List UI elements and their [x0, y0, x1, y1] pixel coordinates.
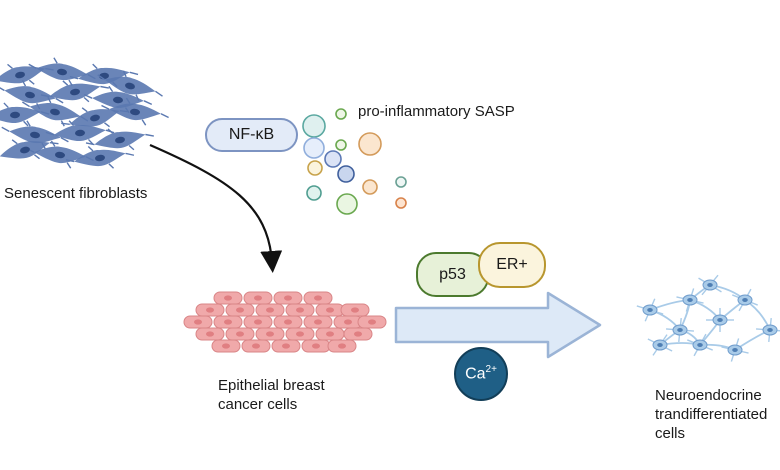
nfkb-label: NF-κB — [228, 126, 275, 143]
fibroblasts-label: Senescent fibroblasts — [4, 185, 148, 202]
induction-arrow — [149, 143, 283, 273]
sasp-bubble — [358, 132, 382, 156]
sasp-bubble — [395, 197, 407, 209]
sasp-label: pro-inflammatory SASP — [358, 103, 515, 120]
neuro-label-line2: trandifferentiated — [655, 406, 768, 423]
fibroblast-cell — [101, 97, 169, 126]
neuro-label-line3: cells — [655, 425, 686, 442]
epithelial-cancer-cells-illustration — [183, 291, 387, 353]
fibroblast-cell — [0, 80, 64, 110]
sasp-bubble — [362, 179, 378, 195]
sasp-bubble — [306, 185, 322, 201]
er-label: ER+ — [496, 256, 528, 273]
sasp-bubble — [324, 150, 342, 168]
neuroendocrine-cells-illustration — [636, 274, 780, 362]
sasp-bubble — [395, 176, 407, 188]
fibroblast-cell — [0, 139, 59, 160]
fibroblast-cell — [65, 146, 135, 169]
sasp-factor-bubbles — [302, 108, 407, 215]
fibroblast-cell — [85, 128, 154, 151]
transdifferentiation-arrow — [394, 291, 602, 359]
epithelial-label-line2: cancer cells — [218, 396, 298, 413]
sasp-bubble — [335, 108, 347, 120]
calcium-marker: Ca2+ — [454, 347, 508, 401]
neuro-label-line1: Neuroendocrine — [655, 387, 762, 404]
fibroblast-cell — [69, 63, 139, 88]
p53-label: p53 — [439, 265, 466, 283]
fibroblast-cell — [40, 80, 109, 103]
calcium-label: Ca2+ — [465, 364, 497, 383]
sasp-bubble — [302, 114, 326, 138]
fibroblast-cell — [1, 120, 69, 149]
sasp-bubble — [337, 165, 355, 183]
sasp-bubble — [303, 137, 325, 159]
nfkb-marker: NF-κB — [205, 118, 298, 152]
senescent-fibroblasts-illustration — [0, 57, 169, 169]
sasp-bubble — [336, 193, 358, 215]
epithelial-label-line1: Epithelial breast — [218, 377, 325, 394]
er-marker: ER+ — [478, 242, 546, 288]
sasp-bubble — [307, 160, 323, 176]
fibroblast-cell — [97, 70, 163, 101]
sasp-bubble — [335, 139, 347, 151]
